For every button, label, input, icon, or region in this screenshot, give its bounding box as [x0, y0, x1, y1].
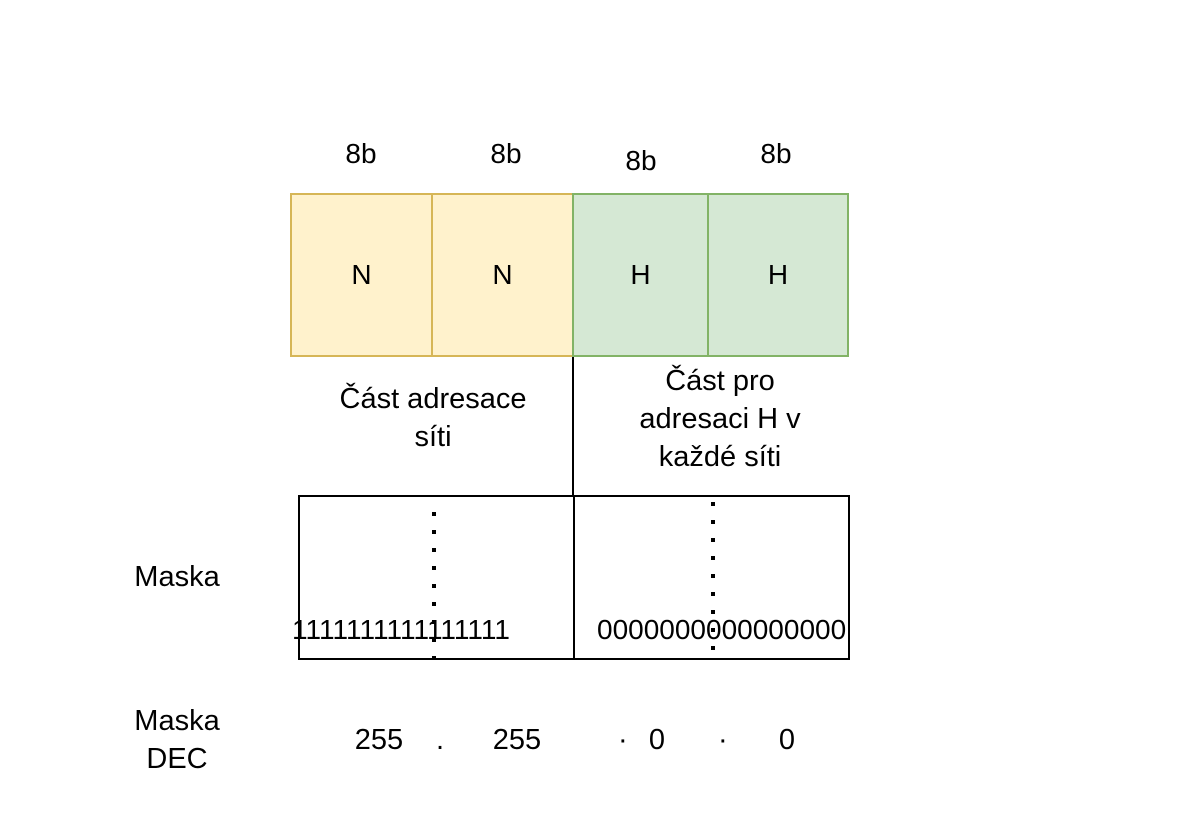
- octet-3-part-label: H: [630, 259, 651, 290]
- octet-3-bits-label: 8b: [625, 145, 657, 176]
- mask-dec-row-label: Maska DEC: [134, 705, 220, 775]
- network-part-caption: Část adresace síti: [339, 383, 527, 453]
- octet-2-part-label: N: [492, 259, 513, 290]
- mask-dec-value-4: 0: [778, 724, 796, 756]
- mask-dec-separator-1: .: [436, 724, 445, 756]
- octet-1-network-cell: N: [290, 193, 433, 357]
- octet-3-host-cell: H: [572, 193, 709, 357]
- mask-network-bits: 1111111111111111: [292, 614, 510, 645]
- mask-dec-separator-2: ·: [618, 724, 628, 756]
- mask-host-bits: 0000000000000000: [597, 614, 847, 645]
- octet-1-bits-label: 8b: [345, 138, 377, 169]
- octet-4-part-label: H: [767, 259, 789, 290]
- octet-4-host-cell: H: [707, 193, 849, 357]
- host-part-caption: Část pro adresaci H v každé síti: [639, 365, 801, 473]
- mask-dec-value-2: 255: [492, 724, 542, 756]
- octet-2-bits-label: 8b: [490, 138, 522, 169]
- mask-network-box: [298, 495, 575, 660]
- octet-4-bits-label: 8b: [760, 138, 792, 169]
- mask-dec-value-1: 255: [354, 724, 404, 756]
- mask-row-label: Maska: [134, 561, 220, 593]
- mask-dec-value-3: 0: [648, 724, 666, 756]
- mask-dec-separator-3: ·: [718, 724, 728, 756]
- octet-1-part-label: N: [351, 259, 372, 290]
